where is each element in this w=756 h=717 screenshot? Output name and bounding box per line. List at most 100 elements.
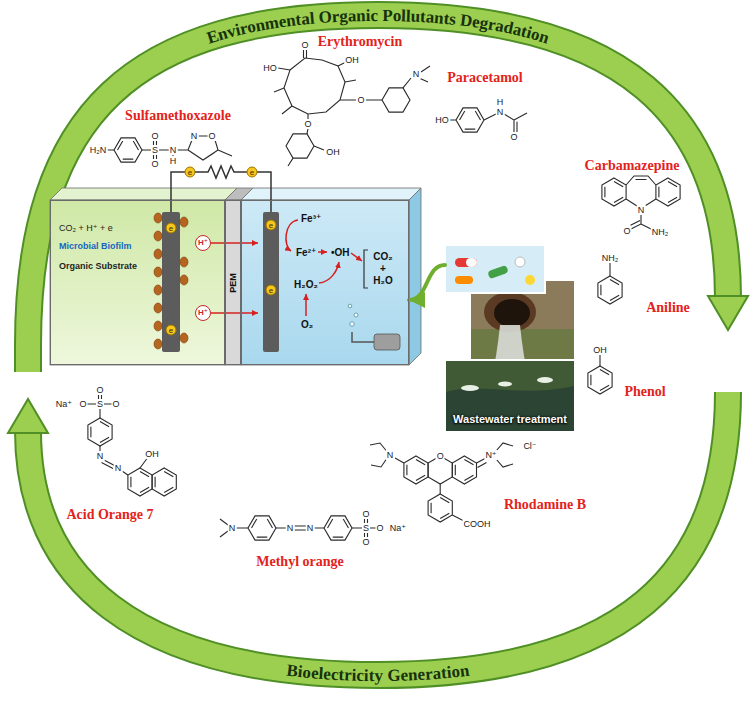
photo-collage bbox=[494, 299, 530, 327]
atom-label: O bbox=[436, 451, 445, 461]
fuel-cell bbox=[50, 188, 421, 365]
fuel-cell bbox=[241, 188, 421, 200]
flow-arrow bbox=[409, 265, 445, 300]
atom-label: O bbox=[78, 399, 87, 409]
molecule-structure bbox=[453, 102, 488, 138]
photo-collage bbox=[515, 257, 525, 267]
molecule-structure bbox=[602, 178, 626, 206]
photo-collage bbox=[455, 276, 473, 284]
molecule-structure bbox=[245, 510, 280, 546]
atom-label: OH bbox=[592, 345, 608, 355]
atom-label: N bbox=[228, 523, 237, 533]
photo-collage bbox=[445, 245, 545, 293]
atom-label: OH bbox=[325, 147, 341, 157]
atom-label: Cl⁻ bbox=[522, 441, 537, 451]
molecule-structure bbox=[111, 132, 146, 168]
photo-collage bbox=[487, 265, 509, 279]
atom-label: N bbox=[306, 523, 315, 533]
compound-name: Methyl orange bbox=[256, 554, 343, 571]
atom-label: OH bbox=[144, 449, 160, 459]
text-holder: Wastewater treatment bbox=[445, 413, 575, 426]
atom-label: O bbox=[300, 40, 309, 50]
cycle-arrow bbox=[28, 392, 728, 675]
fuel-cell bbox=[50, 188, 237, 200]
biofilm bbox=[154, 249, 162, 259]
electron-label: e bbox=[185, 167, 196, 178]
molecule-structure bbox=[452, 456, 476, 484]
reaction-arrow bbox=[305, 294, 307, 316]
external-circuit bbox=[171, 166, 271, 212]
photo-collage bbox=[455, 258, 477, 267]
atom-label: H bbox=[169, 156, 178, 166]
biofilm bbox=[154, 303, 162, 313]
fuel-cell bbox=[241, 200, 409, 365]
molecule-structure bbox=[379, 82, 414, 118]
electron-label: e bbox=[266, 220, 277, 231]
atom-label: O bbox=[111, 399, 120, 409]
atom-label: N bbox=[496, 107, 505, 117]
biofilm bbox=[180, 257, 188, 267]
biofilm bbox=[154, 231, 162, 241]
atom-label: O bbox=[95, 385, 104, 395]
electron-label: e bbox=[166, 223, 177, 234]
molecule-structure bbox=[321, 510, 356, 546]
molecule-structure bbox=[598, 276, 622, 304]
air-pump bbox=[354, 313, 358, 317]
species-text: H₂O₂ bbox=[294, 279, 318, 291]
species-text: •OH bbox=[331, 247, 350, 259]
atom-label: S bbox=[96, 399, 104, 409]
molecule-structure bbox=[88, 418, 112, 446]
proton-label: H⁺ bbox=[195, 305, 211, 321]
atom-label: N bbox=[190, 131, 199, 141]
membrane-text: PEM bbox=[228, 273, 239, 293]
species-text: Fe³⁺ bbox=[301, 213, 321, 225]
bracket bbox=[364, 250, 368, 288]
fuel-cell bbox=[409, 188, 421, 365]
atom-label: N bbox=[169, 145, 178, 155]
electrode bbox=[263, 212, 279, 352]
reaction-arrow bbox=[211, 242, 258, 244]
photo-collage bbox=[525, 275, 535, 285]
reaction-arrow bbox=[286, 220, 298, 251]
molecule-structure bbox=[283, 128, 318, 164]
molecule-structure bbox=[370, 443, 513, 521]
bracket bbox=[364, 250, 368, 288]
biofilm bbox=[154, 213, 188, 349]
molecule-structure bbox=[656, 178, 680, 206]
molecule-structure bbox=[152, 468, 176, 496]
air-pump bbox=[350, 322, 354, 326]
electron-label: e bbox=[166, 325, 177, 336]
atom-label: HO bbox=[262, 63, 278, 73]
compound-name: Acid Orange 7 bbox=[66, 507, 153, 524]
cycle-arrow bbox=[28, 15, 728, 372]
compound-name: Sulfamethoxazole bbox=[125, 108, 231, 125]
atom-label: H₂N bbox=[89, 145, 108, 155]
photo-caption: Wastewater treatment bbox=[445, 413, 575, 426]
atom-label: O bbox=[207, 131, 216, 141]
photo-panel: Wastewater treatment bbox=[445, 245, 575, 432]
atom-label: NH₂ bbox=[601, 253, 620, 263]
atom-label: NH₂ bbox=[651, 227, 670, 237]
molecule-structure bbox=[609, 263, 610, 276]
atom-label: S bbox=[362, 523, 370, 533]
cycle-title: Bioelectricity Generation bbox=[286, 660, 471, 684]
photo-collage bbox=[498, 382, 512, 387]
atom-label: O bbox=[361, 537, 370, 547]
cycle-arrow bbox=[8, 399, 48, 433]
cycle-arrow: Environmental Organic Pollutants Degrada… bbox=[8, 5, 748, 684]
reaction-arrow bbox=[211, 312, 258, 314]
air-pump bbox=[374, 334, 400, 350]
atom-label: COOH bbox=[463, 519, 492, 529]
species-text: O₂ bbox=[301, 319, 313, 331]
compound-name: Paracetamol bbox=[447, 70, 522, 87]
molecule-structure bbox=[284, 58, 345, 114]
photo-collage bbox=[445, 360, 575, 432]
electron-label: e bbox=[266, 285, 277, 296]
membrane-band: PEM bbox=[225, 200, 241, 365]
air-pump bbox=[348, 304, 400, 350]
photo-collage bbox=[445, 245, 575, 432]
atom-label: OH bbox=[344, 55, 360, 65]
